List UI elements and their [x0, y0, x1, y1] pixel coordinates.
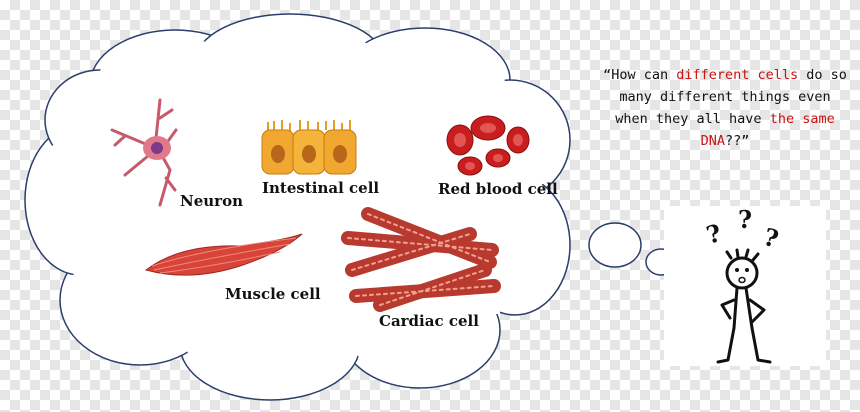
neuron-image [94, 92, 178, 214]
intestinal-cell-image [244, 110, 372, 184]
quote-middle: do so many different things even when th… [615, 67, 847, 127]
muscle-cell-label: Muscle cell [225, 285, 321, 303]
quote-open: “How can [603, 67, 677, 83]
red-blood-cell-image [440, 108, 550, 182]
question-quote: “How can different cells do so many diff… [600, 64, 850, 152]
quote-highlight-dna: the same DNA [700, 111, 835, 149]
cardiac-cell-image [336, 204, 501, 314]
muscle-cell-image [140, 230, 308, 286]
question-mark: ? [738, 205, 752, 234]
cardiac-cell-label: Cardiac cell [379, 312, 479, 330]
intestinal-cell-label: Intestinal cell [262, 179, 380, 197]
red-blood-cell-label: Red blood cell [438, 180, 558, 198]
neuron-label: Neuron [180, 192, 243, 210]
quote-highlight-cells: different cells [676, 67, 799, 83]
confused-figure: ? ? ? [664, 205, 826, 366]
quote-close: ??” [725, 133, 750, 149]
